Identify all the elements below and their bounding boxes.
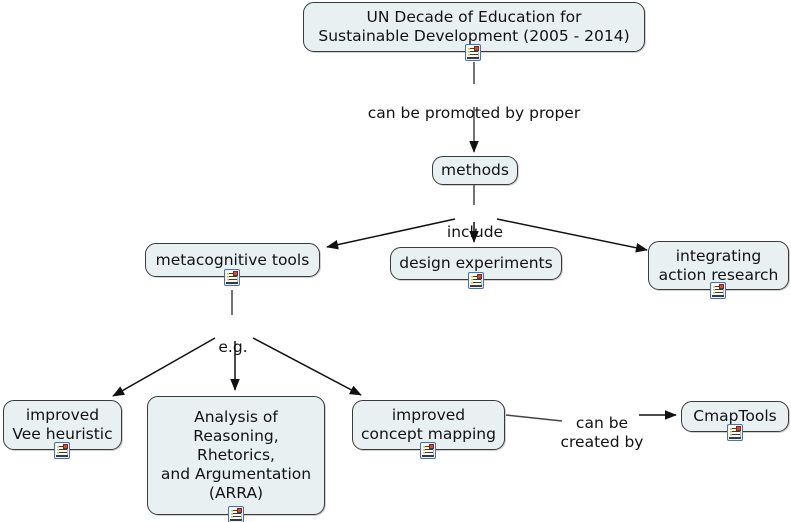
- node-methods-label: methods: [441, 161, 509, 179]
- icon-lines-shape: [233, 510, 241, 519]
- icon-lines-shape: [59, 446, 67, 455]
- icon-footer-shape: [470, 285, 482, 287]
- node-integrating-action-research-label: integrating action research: [658, 246, 779, 284]
- icon-footer-shape: [226, 282, 238, 284]
- edge-label-eg: e.g.: [202, 319, 264, 357]
- edge-label-text: e.g.: [218, 338, 248, 356]
- icon-footer-shape: [422, 455, 434, 457]
- icon-lines-shape: [470, 48, 478, 57]
- icon-lines-shape: [425, 446, 433, 455]
- icon-bullets-shape: [56, 445, 59, 455]
- node-cmaptools-label: CmapTools: [693, 407, 777, 425]
- resource-document-icon[interactable]: [54, 442, 70, 459]
- edge-label-can-be-created-by: can be created by: [556, 395, 648, 452]
- icon-thumbnail-shape: [237, 508, 242, 513]
- icon-lines-shape: [715, 286, 723, 295]
- node-un-decade[interactable]: UN Decade of Education for Sustainable D…: [303, 2, 645, 52]
- icon-thumbnail-shape: [429, 444, 434, 449]
- icon-thumbnail-shape: [233, 271, 238, 276]
- node-improved-vee-heuristic[interactable]: improved Vee heuristic: [3, 400, 122, 450]
- edge-label-text: can be promoted by proper: [367, 104, 581, 122]
- resource-document-icon[interactable]: [224, 269, 240, 286]
- icon-thumbnail-shape: [736, 426, 741, 431]
- icon-thumbnail-shape: [477, 274, 482, 279]
- edge-label-text: can be created by: [560, 414, 644, 451]
- icon-footer-shape: [56, 455, 68, 457]
- node-methods[interactable]: methods: [432, 156, 518, 185]
- resource-document-icon[interactable]: [727, 424, 743, 441]
- edge-include-to-integrating-action-research: [496, 218, 648, 253]
- icon-bullets-shape: [729, 427, 732, 437]
- icon-bullets-shape: [226, 272, 229, 282]
- edge-eg-to-improved-concept-mapping: [252, 337, 362, 396]
- icon-lines-shape: [229, 273, 237, 282]
- icon-bullets-shape: [467, 47, 470, 57]
- node-integrating-action-research[interactable]: integrating action research: [648, 241, 789, 290]
- edge-label-can-be-promoted-by-proper: can be promoted by proper: [359, 85, 589, 123]
- icon-footer-shape: [712, 295, 724, 297]
- node-improved-concept-mapping-label: improved concept mapping: [361, 406, 496, 443]
- icon-footer-shape: [729, 437, 741, 439]
- edge-label-text: include: [446, 223, 504, 241]
- resource-document-icon[interactable]: [420, 442, 436, 459]
- icon-thumbnail-shape: [474, 46, 479, 51]
- edge-label-include: include: [434, 204, 516, 242]
- node-arra[interactable]: Analysis of Reasoning, Rhetorics, and Ar…: [147, 396, 325, 515]
- icon-bullets-shape: [470, 275, 473, 285]
- node-arra-label: Analysis of Reasoning, Rhetorics, and Ar…: [160, 408, 312, 502]
- node-metacognitive-tools-label: metacognitive tools: [155, 250, 310, 269]
- icon-bullets-shape: [422, 445, 425, 455]
- icon-lines-shape: [473, 276, 481, 285]
- icon-lines-shape: [732, 428, 740, 437]
- icon-footer-shape: [467, 57, 479, 59]
- node-un-decade-label: UN Decade of Education for Sustainable D…: [318, 8, 630, 45]
- resource-document-icon[interactable]: [710, 282, 726, 299]
- icon-thumbnail-shape: [63, 444, 68, 449]
- resource-document-icon[interactable]: [228, 506, 244, 522]
- edge-eg-to-improved-vee-heuristic: [112, 337, 216, 397]
- node-improved-vee-heuristic-label: improved Vee heuristic: [12, 406, 113, 443]
- icon-footer-shape: [230, 519, 242, 521]
- resource-document-icon[interactable]: [465, 44, 481, 61]
- resource-document-icon[interactable]: [468, 272, 484, 289]
- icon-thumbnail-shape: [719, 284, 724, 289]
- icon-bullets-shape: [230, 509, 233, 519]
- icon-bullets-shape: [712, 285, 715, 295]
- edge-improved-concept-mapping-to-label: [505, 414, 563, 422]
- node-design-experiments-label: design experiments: [399, 254, 553, 272]
